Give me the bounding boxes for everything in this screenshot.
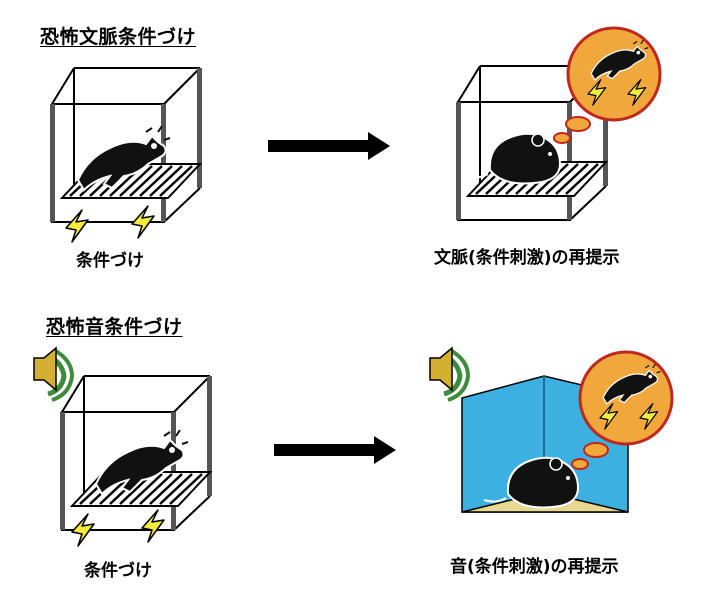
speaker-icon (34, 348, 72, 400)
thought-bubble-dots (553, 116, 591, 144)
auditory-conditioning-title: 恐怖音条件づけ (46, 316, 183, 338)
right-arrow (268, 132, 390, 160)
shock-bolt-icon (65, 209, 89, 243)
context-reexposure-caption: 文脈(条件刺激)の再提示 (434, 248, 620, 268)
tone-reexposure-caption: 音(条件刺激)の再提示 (450, 557, 619, 577)
right-arrow (274, 436, 396, 464)
speaker-icon (430, 348, 468, 400)
contextual-conditioning-title: 恐怖文脈条件づけ (40, 26, 197, 48)
fear-memory-bubble (580, 352, 672, 444)
contextual-training-caption: 条件づけ (76, 251, 144, 271)
shock-bolt-icon (141, 509, 165, 543)
fear-memory-bubble (568, 28, 660, 120)
auditory-training-caption: 条件づけ (84, 561, 152, 581)
thought-bubble-dots (571, 442, 609, 470)
